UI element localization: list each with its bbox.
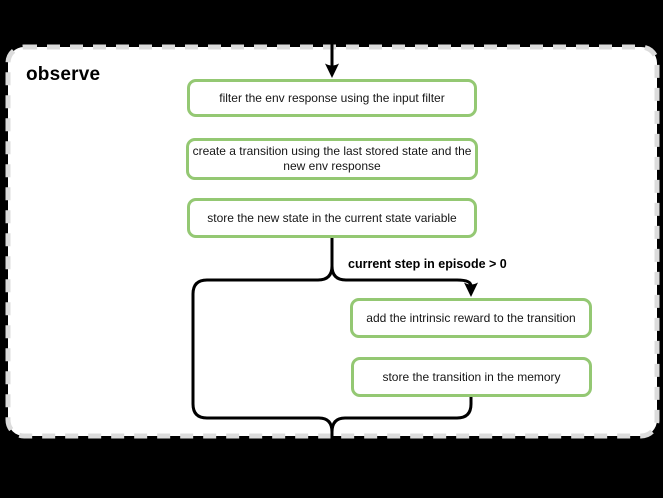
else-branch-line <box>191 236 334 498</box>
node-label-line: new env response <box>283 159 381 173</box>
node-label: store the transition in the memory <box>382 369 561 384</box>
group-title: observe <box>26 64 101 85</box>
condition-branch-arrowhead-icon <box>464 282 478 297</box>
entry-arrowhead-icon <box>325 63 339 78</box>
condition-branch-line <box>330 264 473 288</box>
node-label: add the intrinsic reward to the transiti… <box>366 310 576 325</box>
node-filter-env-response: filter the env response using the input … <box>187 79 477 117</box>
node-label-line: create a transition using the last store… <box>192 144 472 158</box>
node-store-new-state: store the new state in the current state… <box>187 198 477 238</box>
node-add-intrinsic-reward: add the intrinsic reward to the transiti… <box>350 298 592 338</box>
condition-label: current step in episode > 0 <box>348 257 507 271</box>
node-store-transition-memory: store the transition in the memory <box>351 357 592 397</box>
node-label: filter the env response using the input … <box>219 90 445 105</box>
node-label: store the new state in the current state… <box>207 210 457 225</box>
merge-branch-line <box>330 395 473 434</box>
node-create-transition: create a transition using the last store… <box>186 138 478 180</box>
